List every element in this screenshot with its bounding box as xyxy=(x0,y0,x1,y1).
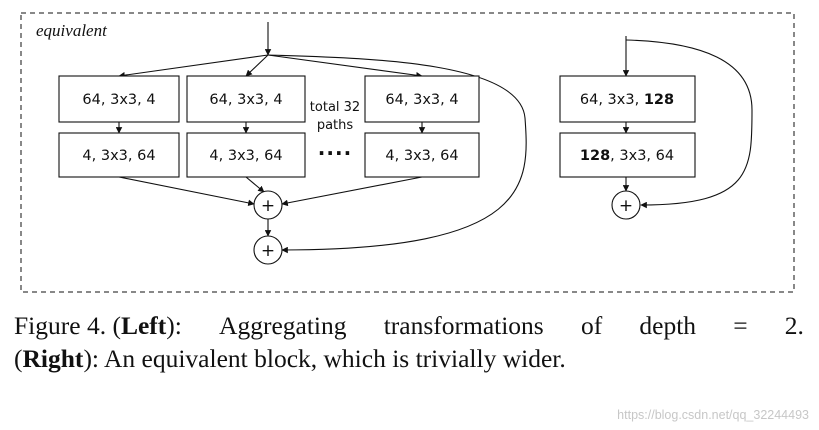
merge-arrow-3 xyxy=(281,176,423,207)
right-top-label-normal: 64, 3x3, xyxy=(580,92,644,108)
caption-left-bold: Left xyxy=(120,311,167,340)
paths-note-line1: total 32 xyxy=(310,100,360,115)
dashed-frame xyxy=(20,12,795,293)
merge-arrow-2 xyxy=(245,176,265,193)
caption-word-two: 2. xyxy=(784,311,804,340)
paths-note-line2: paths xyxy=(317,118,354,133)
right-top-label-bold: 128 xyxy=(644,92,674,108)
caption-left-lead: Figure 4. (Left): xyxy=(14,311,182,340)
path1-top-box xyxy=(58,75,180,123)
caption-word-transformations: transformations xyxy=(383,311,544,340)
merge-arrow-1 xyxy=(118,176,255,207)
shortcut-path-right xyxy=(625,39,753,209)
diagram-figure: equivalent 64, 3x3, 4 4, 3x3, 64 64, 3x3… xyxy=(20,12,795,293)
residual-sum-symbol-right: + xyxy=(619,196,633,216)
path1-top-label: 64, 3x3, 4 xyxy=(82,92,155,108)
caption-line-1: Figure 4. (Left): Aggregating transforma… xyxy=(14,309,804,342)
caption-word-depth: depth xyxy=(639,311,697,340)
path2-top-box xyxy=(186,75,306,123)
fanout-arrow-3 xyxy=(267,54,423,79)
right-bottom-box xyxy=(559,132,696,178)
path3-bottom-label: 4, 3x3, 64 xyxy=(385,148,458,164)
caption-word-aggregating: Aggregating xyxy=(219,311,347,340)
caption-right-bold: Right xyxy=(22,344,84,373)
figure-caption: Figure 4. (Left): Aggregating transforma… xyxy=(14,309,804,375)
right-top-box xyxy=(559,75,696,123)
watermark-text: https://blog.csdn.net/qq_32244493 xyxy=(617,408,809,422)
shortcut-path-left xyxy=(267,54,527,254)
caption-line-2: (Right): An equivalent block, which is t… xyxy=(14,344,566,373)
right-top-label: 64, 3x3, 128 xyxy=(580,92,674,108)
paths-ellipsis: ···· xyxy=(318,141,352,165)
residual-sum-node-right xyxy=(611,190,641,220)
path2-bottom-box xyxy=(186,132,306,178)
caption-word-equals: = xyxy=(733,311,748,340)
fanout-arrow-1 xyxy=(118,54,269,79)
path3-top-label: 64, 3x3, 4 xyxy=(385,92,458,108)
right-bottom-label-normal: , 3x3, 64 xyxy=(610,148,674,164)
residual-sum-node-left xyxy=(253,235,283,265)
path2-bottom-label: 4, 3x3, 64 xyxy=(209,148,282,164)
caption-right-text: ): An equivalent block, which is trivial… xyxy=(83,344,566,373)
path2-top-label: 64, 3x3, 4 xyxy=(209,92,282,108)
caption-word-of: of xyxy=(580,311,603,340)
equivalent-tag: equivalent xyxy=(36,21,108,40)
path1-bottom-label: 4, 3x3, 64 xyxy=(82,148,155,164)
path1-bottom-box xyxy=(58,132,180,178)
path3-top-box xyxy=(364,75,480,123)
aggregate-sum-symbol: + xyxy=(261,196,275,216)
residual-sum-symbol-left: + xyxy=(261,241,275,261)
right-bottom-label-bold: 128 xyxy=(580,148,610,164)
right-bottom-label: 128, 3x3, 64 xyxy=(580,148,674,164)
fanout-arrow-2 xyxy=(245,54,269,77)
